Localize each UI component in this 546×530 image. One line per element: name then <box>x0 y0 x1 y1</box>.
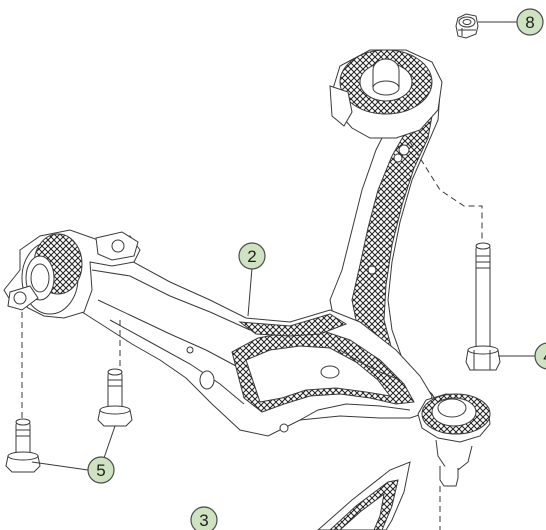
callouts: 8 2 4 5 3 <box>87 8 546 530</box>
callout-circle <box>516 8 544 36</box>
callout-2: 2 <box>238 242 266 270</box>
callout-label: 3 <box>199 511 208 530</box>
callout-4: 4 <box>534 342 546 370</box>
front-bushing <box>3 229 141 319</box>
callout-label: 8 <box>525 13 534 32</box>
callout-8: 8 <box>516 8 544 36</box>
leader-lines <box>31 21 536 471</box>
alignment-lines <box>21 141 483 530</box>
callout-5: 5 <box>87 456 115 484</box>
ball-joint <box>417 393 491 487</box>
rear-bushing <box>329 49 443 156</box>
callout-label: 5 <box>96 461 105 480</box>
callout-circle <box>87 456 115 484</box>
callout-circle <box>238 242 266 270</box>
bolts-short <box>5 368 133 473</box>
lower-control-arm <box>59 79 441 437</box>
bracket <box>317 461 411 530</box>
bolt-long <box>465 242 501 371</box>
callout-label: 2 <box>247 247 256 266</box>
callout-circle <box>190 506 218 530</box>
callout-circle <box>534 342 546 370</box>
nut <box>455 13 479 39</box>
callout-label: 4 <box>543 347 546 366</box>
callout-3: 3 <box>190 506 218 530</box>
